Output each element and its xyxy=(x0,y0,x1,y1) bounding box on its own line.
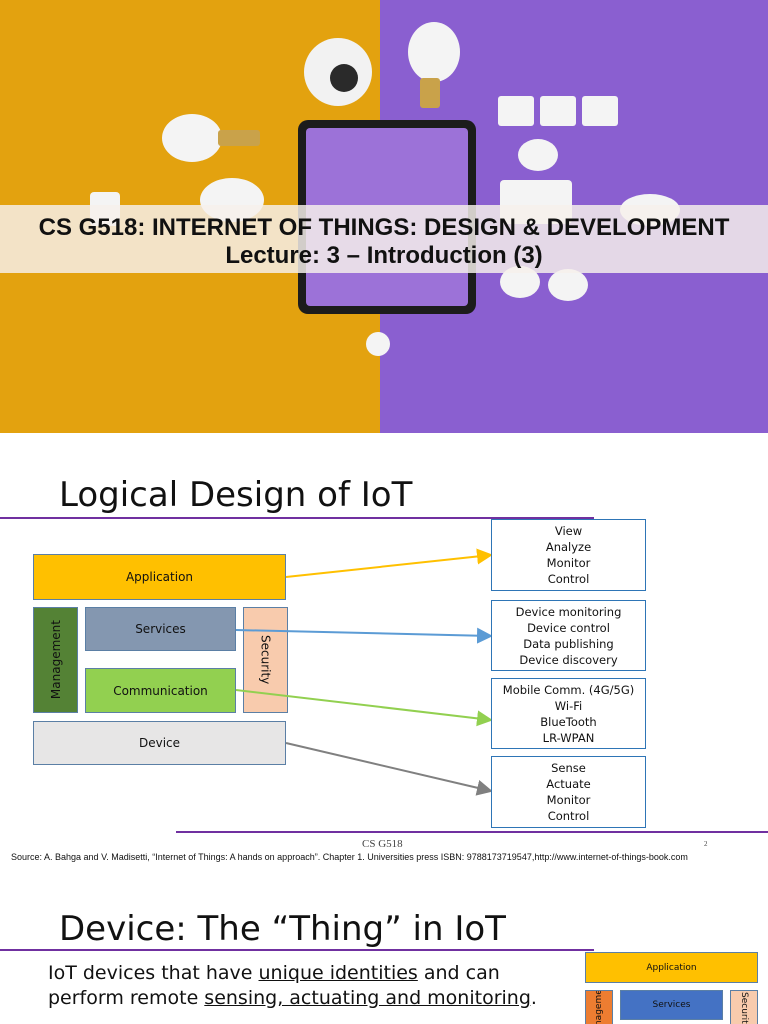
application-functions-box: View Analyze Monitor Control xyxy=(491,519,646,591)
heading-rule xyxy=(0,517,594,519)
services-block: Services xyxy=(85,607,236,651)
lecture-subtitle: Lecture: 3 – Introduction (3) xyxy=(225,242,543,269)
slide-heading: Device: The “Thing” in IoT xyxy=(59,909,506,949)
mini-application-block: Application xyxy=(585,952,758,983)
device-functions-box: Sense Actuate Monitor Control xyxy=(491,756,646,828)
mini-services-block: Services xyxy=(620,990,723,1020)
mini-security-label: Security xyxy=(739,991,749,1024)
application-block: Application xyxy=(33,554,286,600)
box-line: Data publishing xyxy=(523,636,614,651)
box-line: Device control xyxy=(527,620,610,635)
box-line: BlueTooth xyxy=(540,714,597,729)
box-line: LR-WPAN xyxy=(542,730,595,745)
box-line: Device monitoring xyxy=(515,604,622,619)
text-part: . xyxy=(530,987,537,1009)
source-citation: Source: A. Bahga and V. Madisetti, “Inte… xyxy=(11,852,688,862)
device-description: IoT devices that have unique identities … xyxy=(48,961,578,1011)
footer-course: CS G518 xyxy=(362,838,403,850)
box-line: View xyxy=(554,524,583,538)
text-part: IoT devices that have xyxy=(48,962,259,984)
application-arrow xyxy=(285,548,493,578)
management-block: Management xyxy=(33,607,78,713)
course-title: CS G518: INTERNET OF THINGS: DESIGN & DE… xyxy=(38,214,730,241)
services-arrow xyxy=(235,627,493,644)
box-line: Analyze xyxy=(545,540,592,554)
communication-arrow xyxy=(235,689,493,727)
communication-block: Communication xyxy=(85,668,236,713)
heading-rule xyxy=(0,949,594,951)
communication-functions-box: Mobile Comm. (4G/5G) Wi-Fi BlueTooth LR-… xyxy=(491,678,646,749)
connector-arrows xyxy=(235,548,493,796)
box-line: Mobile Comm. (4G/5G) xyxy=(502,682,635,697)
slide-heading: Logical Design of IoT xyxy=(59,475,413,515)
device-block: Device xyxy=(33,721,286,765)
page-number: 2 xyxy=(704,840,708,848)
box-line: Sense xyxy=(551,761,586,775)
services-functions-box: Device monitoring Device control Data pu… xyxy=(491,600,646,671)
text-part: and can perform remote xyxy=(48,962,500,1009)
box-line: Monitor xyxy=(546,556,591,570)
text-underlined: unique identities xyxy=(258,962,418,984)
device-slide: Device: The “Thing” in IoT IoT devices t… xyxy=(0,873,768,1024)
logical-design-slide: Logical Design of IoT Application Manage… xyxy=(0,433,768,873)
text-underlined: sensing, actuating and monitoring xyxy=(204,987,531,1009)
title-slide: CS G518: INTERNET OF THINGS: DESIGN & DE… xyxy=(0,0,768,433)
box-line: Control xyxy=(547,572,590,586)
mini-management-label: Management xyxy=(594,990,604,1024)
security-label: Security xyxy=(258,635,273,685)
title-band: CS G518: INTERNET OF THINGS: DESIGN & DE… xyxy=(0,205,768,273)
box-line: Monitor xyxy=(546,793,591,807)
mini-security-block: Security xyxy=(730,990,758,1024)
footer-rule xyxy=(176,831,768,833)
box-line: Device discovery xyxy=(519,652,618,667)
device-arrow xyxy=(285,742,493,796)
box-line: Actuate xyxy=(546,777,591,791)
box-line: Control xyxy=(547,809,590,823)
box-line: Wi-Fi xyxy=(554,698,583,713)
mini-management-block: Management xyxy=(585,990,613,1024)
